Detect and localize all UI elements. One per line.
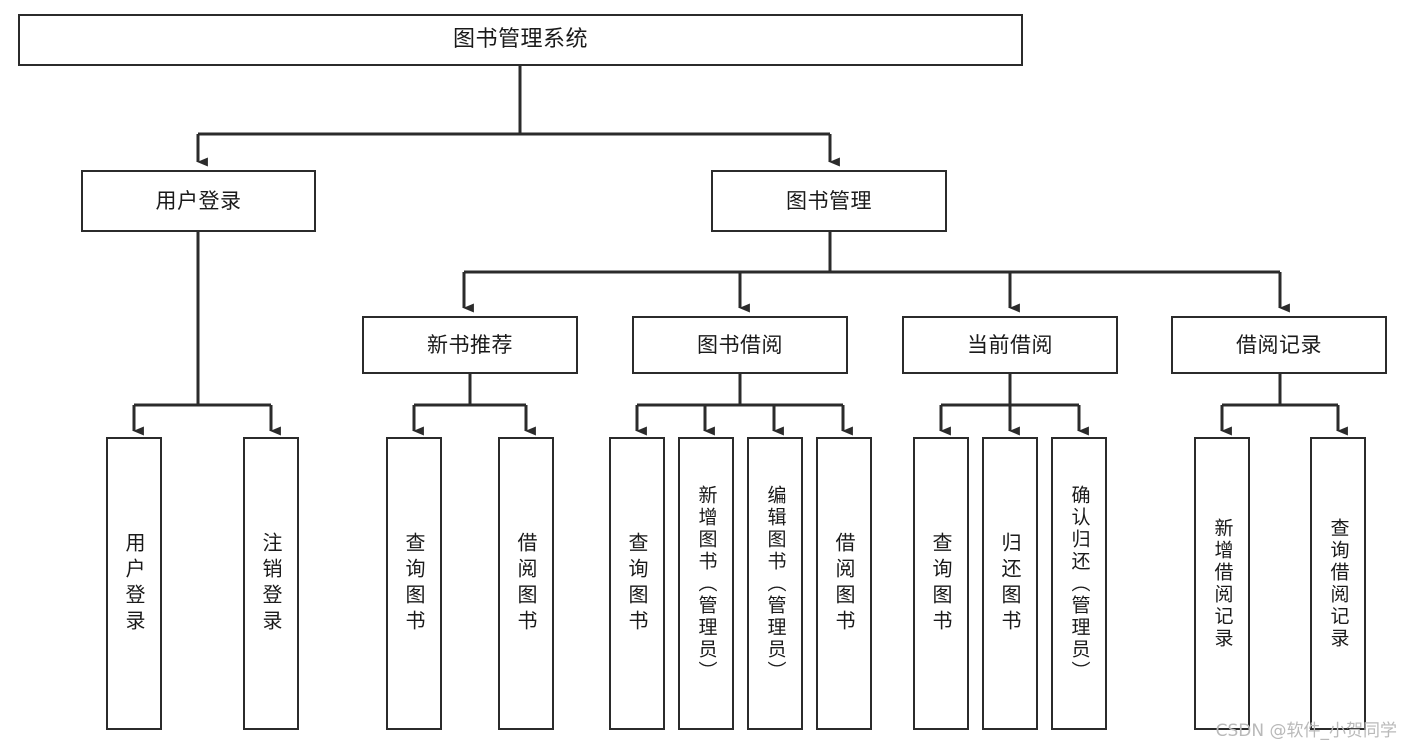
node-label: 查询借阅记录 [1327,517,1350,650]
node-leaf-logout-login[interactable]: 注销登录 [243,437,299,730]
node-label: 当前借阅 [967,332,1053,357]
node-label: 借阅记录 [1236,332,1322,357]
node-label: 新增图书（管理员） [695,484,718,683]
node-label: 借阅图书 [514,531,538,636]
node-label: 查询图书 [625,531,649,636]
node-leaf-borrow-book-recommend[interactable]: 借阅图书 [498,437,554,730]
node-leaf-add-book-admin[interactable]: 新增图书（管理员） [678,437,734,730]
node-label: 图书管理 [786,188,872,213]
node-label: 查询图书 [402,531,426,636]
node-user-login[interactable]: 用户登录 [81,170,316,232]
node-leaf-query-book-current[interactable]: 查询图书 [913,437,969,730]
node-leaf-add-borrow-record[interactable]: 新增借阅记录 [1194,437,1250,730]
node-book-borrow[interactable]: 图书借阅 [632,316,848,374]
node-label: 图书借阅 [697,332,783,357]
node-label: 图书管理系统 [452,27,588,53]
node-leaf-return-book[interactable]: 归还图书 [982,437,1038,730]
node-label: 借阅图书 [832,531,856,636]
node-leaf-confirm-return-admin[interactable]: 确认归还（管理员） [1051,437,1107,730]
node-leaf-borrow-book[interactable]: 借阅图书 [816,437,872,730]
node-label: 确认归还（管理员） [1068,484,1091,683]
node-label: 查询图书 [929,531,953,636]
node-label: 新增借阅记录 [1211,517,1234,650]
node-borrow-record[interactable]: 借阅记录 [1171,316,1387,374]
node-label: 注销登录 [259,531,283,636]
node-leaf-query-borrow-record[interactable]: 查询借阅记录 [1310,437,1366,730]
node-label: 归还图书 [998,531,1022,636]
node-current-borrow[interactable]: 当前借阅 [902,316,1118,374]
node-root-book-management-system[interactable]: 图书管理系统 [18,14,1023,66]
node-label: 新书推荐 [427,332,513,357]
node-new-book-recommend[interactable]: 新书推荐 [362,316,578,374]
node-leaf-edit-book-admin[interactable]: 编辑图书（管理员） [747,437,803,730]
node-label: 用户登录 [155,188,242,213]
node-book-management[interactable]: 图书管理 [711,170,947,232]
node-label: 编辑图书（管理员） [764,484,787,683]
node-leaf-user-login[interactable]: 用户登录 [106,437,162,730]
node-leaf-query-book-recommend[interactable]: 查询图书 [386,437,442,730]
node-label: 用户登录 [122,531,146,636]
node-leaf-query-book-borrow[interactable]: 查询图书 [609,437,665,730]
